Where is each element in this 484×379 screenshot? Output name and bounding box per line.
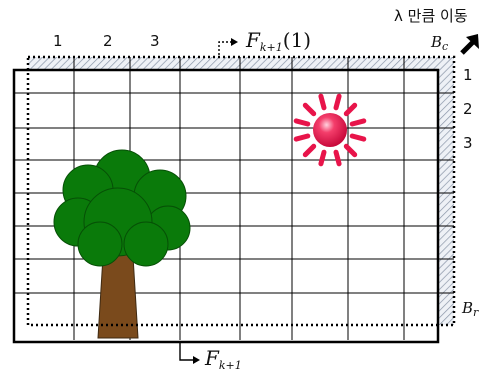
- shifted-frame-label-suffix: (1): [282, 28, 312, 52]
- row-label-3: 3: [463, 134, 473, 152]
- column-label-2: 2: [103, 32, 113, 50]
- next-frame-pointer-head: [193, 356, 200, 364]
- next-frame-label-base: F: [205, 346, 219, 370]
- next-frame-pointer: [179, 343, 194, 361]
- sun-ray: [318, 149, 327, 167]
- row-border-label: Br: [462, 299, 478, 319]
- row-label-1: 1: [463, 66, 473, 84]
- sun-ray: [343, 143, 358, 158]
- sun-ray: [302, 102, 317, 117]
- shifted-frame-border: [26, 55, 456, 327]
- next-frame-border: [12, 68, 440, 344]
- shift-arrow-icon: [460, 34, 479, 55]
- sun-ray: [302, 143, 317, 158]
- sun-ray: [333, 149, 342, 167]
- next-frame-label-sub: k+1: [218, 359, 242, 372]
- shifted-frame-label-base: F: [246, 28, 260, 52]
- sun-ray: [343, 102, 358, 117]
- shifted-frame-pointer-head: [231, 38, 238, 46]
- sun-illustration: [293, 93, 367, 167]
- sun-disc: [313, 113, 347, 147]
- sun-ray: [318, 93, 327, 111]
- shifted-frame-label: Fk+1(1): [246, 28, 311, 54]
- top-border-band: [28, 57, 454, 70]
- column-border-label: Bc: [431, 33, 448, 53]
- sun-ray: [293, 133, 311, 142]
- shifted-frame-pointer: [218, 41, 232, 55]
- column-border-label-sub: c: [442, 40, 449, 53]
- column-label-1: 1: [53, 32, 63, 50]
- row-label-2: 2: [463, 100, 473, 118]
- sun-ray: [293, 118, 311, 127]
- row-border-label-sub: r: [473, 306, 479, 319]
- tree-leaves: [53, 149, 191, 267]
- sun-ray: [349, 118, 367, 127]
- column-border-label-base: B: [431, 33, 443, 51]
- shift-amount-label: λ 만큼 이동: [394, 7, 468, 25]
- next-frame-label: Fk+1: [205, 346, 242, 372]
- right-border-band: [438, 57, 454, 325]
- shifted-frame-label-sub: k+1: [259, 41, 283, 54]
- tree-illustration: [53, 149, 191, 339]
- sun-ray: [349, 133, 367, 142]
- sun-ray: [333, 93, 342, 111]
- column-label-3: 3: [150, 32, 160, 50]
- sun-rays: [293, 93, 367, 167]
- row-border-label-base: B: [462, 299, 474, 317]
